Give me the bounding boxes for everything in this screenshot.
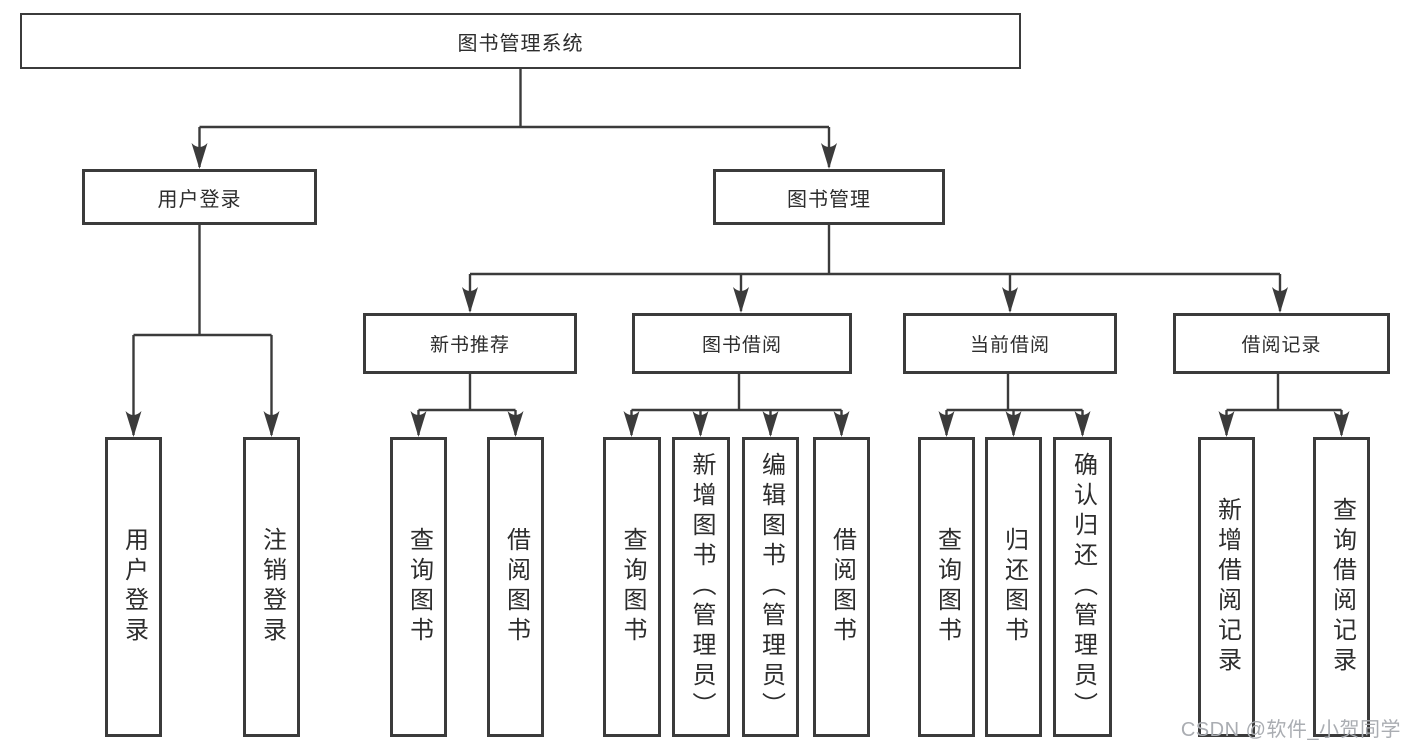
node-book-borrow: 图书借阅 (632, 313, 852, 374)
leaf-add-book-admin-label: 新增图书（管理员） (688, 452, 715, 722)
leaf-query-book-borrow-label: 查询图书 (619, 527, 646, 647)
watermark: CSDN @软件_小贺同学 (1180, 719, 1401, 741)
leaf-borrow-book-recommend: 借阅图书 (487, 437, 544, 737)
leaf-add-borrow-record: 新增借阅记录 (1198, 437, 1255, 737)
leaf-query-borrow-record-label: 查询借阅记录 (1328, 497, 1356, 677)
node-root-label: 图书管理系统 (457, 32, 584, 55)
leaf-edit-book-admin-label: 编辑图书（管理员） (757, 452, 785, 722)
leaf-edit-book-admin: 编辑图书（管理员） (742, 437, 799, 737)
leaf-add-book-admin: 新增图书（管理员） (672, 437, 730, 737)
leaf-query-borrow-record: 查询借阅记录 (1313, 437, 1370, 737)
leaf-query-book-current-label: 查询图书 (933, 527, 961, 647)
leaf-return-book: 归还图书 (985, 437, 1042, 737)
leaf-user-login: 用户登录 (105, 437, 162, 737)
leaf-confirm-return-admin: 确认归还（管理员） (1053, 437, 1112, 737)
node-current-borrow: 当前借阅 (903, 313, 1117, 374)
node-book-management: 图书管理 (713, 169, 945, 225)
node-book-management-label: 图书管理 (787, 188, 871, 211)
node-book-borrow-label: 图书借阅 (701, 335, 782, 356)
node-new-book-recommend-label: 新书推荐 (429, 335, 510, 356)
node-borrow-record-label: 借阅记录 (1241, 335, 1322, 356)
leaf-query-book-recommend: 查询图书 (390, 437, 447, 737)
leaf-query-book-recommend-label: 查询图书 (405, 527, 433, 647)
leaf-logout-label: 注销登录 (258, 527, 286, 647)
node-user-login-label: 用户登录 (157, 188, 242, 211)
leaf-query-book-borrow: 查询图书 (603, 437, 661, 737)
leaf-borrow-book: 借阅图书 (813, 437, 870, 737)
leaf-borrow-book-label: 借阅图书 (828, 527, 856, 647)
node-borrow-record: 借阅记录 (1173, 313, 1390, 374)
node-user-login: 用户登录 (82, 169, 317, 225)
leaf-return-book-label: 归还图书 (1000, 527, 1028, 647)
node-new-book-recommend: 新书推荐 (363, 313, 577, 374)
leaf-confirm-return-admin-label: 确认归还（管理员） (1069, 452, 1097, 722)
node-root: 图书管理系统 (20, 13, 1021, 69)
arrowhead-icons (125, 143, 1350, 437)
leaf-add-borrow-record-label: 新增借阅记录 (1213, 497, 1241, 677)
leaf-borrow-book-recommend-label: 借阅图书 (502, 527, 530, 647)
leaf-logout: 注销登录 (243, 437, 300, 737)
leaf-user-login-label: 用户登录 (120, 527, 148, 647)
leaf-query-book-current: 查询图书 (918, 437, 975, 737)
node-current-borrow-label: 当前借阅 (969, 335, 1050, 356)
